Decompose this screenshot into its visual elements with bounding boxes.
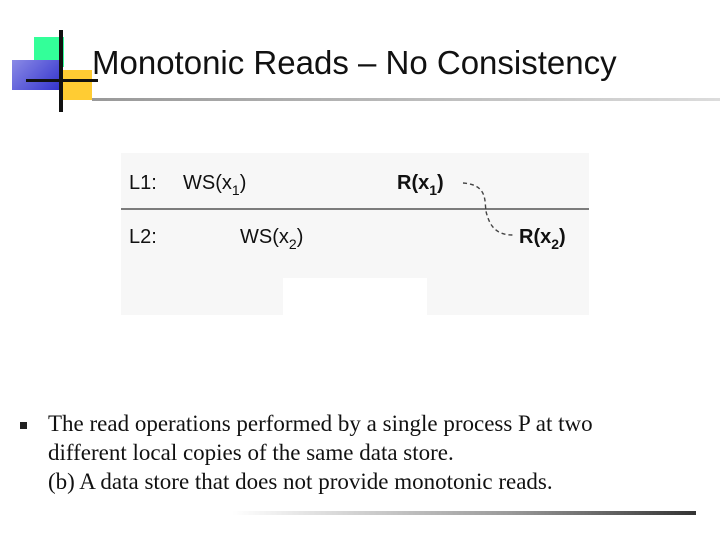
bullet-text: The read operations performed by a singl… [48,409,718,496]
bullet-line-3: (b) A data store that does not provide m… [48,469,553,494]
row2-read: R(x2) [519,226,566,252]
slide-title: Monotonic Reads – No Consistency [92,44,617,81]
decor-vertical-line [59,30,63,112]
decor-yellow-square [62,70,92,100]
title-underline [92,98,720,101]
row1-read: R(x1) [397,172,444,198]
figure-diagram: L1: WS(x1) R(x1) L2: WS(x2) R(x2) [121,172,589,252]
decor-blue-square [12,60,60,90]
row2-write: WS(x2) [240,226,303,252]
dependency-dashed-curve [462,182,514,236]
decor-horizontal-line [26,79,98,82]
row1-write: WS(x1) [183,172,246,198]
bullet-line-2: different local copies of the same data … [48,440,454,465]
bullet-line-1: The read operations performed by a singl… [48,411,593,436]
bottom-rule [232,511,696,515]
consistency-figure: L1: WS(x1) R(x1) L2: WS(x2) R(x2) [121,153,589,315]
row1-label: L1: [129,172,157,194]
row2-label: L2: [129,226,157,248]
figure-cutout [283,278,427,315]
bullet-marker [20,422,27,429]
